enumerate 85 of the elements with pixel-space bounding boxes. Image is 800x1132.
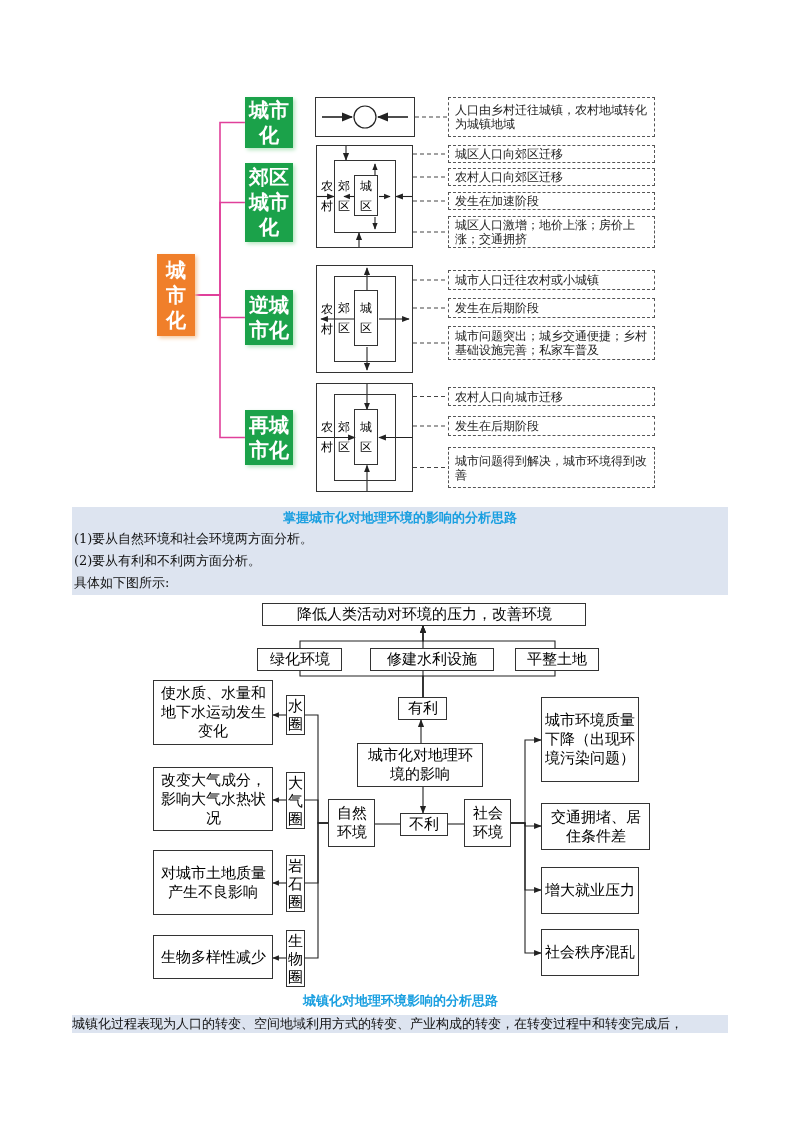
concept-box: 交通拥堵、居住条件差 (541, 803, 650, 850)
category-box: 逆城市化 (245, 290, 293, 345)
zone-label: 郊区 (337, 418, 351, 456)
arrow (510, 822, 542, 957)
category-box: 再城市化 (245, 410, 293, 465)
arrow (343, 193, 356, 200)
concept-box: 改变大气成分，影响大气水热状况 (153, 767, 273, 831)
concept-box: 绿化环境 (257, 648, 342, 671)
zone-box (333, 393, 396, 481)
zone-label: 郊区 (337, 300, 351, 337)
concept-box: 社会秩序混乱 (541, 929, 639, 976)
zone-box (316, 383, 413, 492)
note-box: 发生在后期阶段 (448, 298, 655, 318)
concept-box: 增大就业压力 (541, 867, 639, 914)
note-box: 人口由乡村迁往城镇，农村地域转化为城镇地域 (448, 97, 655, 137)
note-box: 城市问题突出；城乡交通便捷；乡村基础设施完善；私家车普及 (448, 326, 655, 360)
concept-box: 降低人类活动对环境的压力，改善环境 (262, 603, 586, 626)
leader-line (414, 116, 449, 118)
zone-box (316, 145, 413, 248)
note-box: 城市人口迁往农村或小城镇 (448, 270, 655, 290)
city-zone-box: 城区 (354, 408, 378, 465)
note-box: 发生在加速阶段 (448, 192, 655, 210)
concept-box: 对城市土地质量产生不良影响 (153, 850, 273, 915)
paragraph: 城镇化过程表现为人口的转变、空间地域利用方式的转变、产业构成的转变，在转变过程中和转变完成后， (72, 1015, 728, 1033)
arrow (272, 797, 287, 803)
arrow (378, 193, 391, 200)
category-box: 郊区城市化 (245, 163, 293, 242)
concept-box: 不利 (400, 813, 448, 836)
note-box: 城区人口激增；地价上涨；房价上涨；交通拥挤 (448, 216, 655, 248)
note-box: 发生在后期阶段 (448, 416, 655, 436)
concept-box: 使水质、水量和地下水运动发生变化 (153, 680, 273, 745)
arrow (363, 267, 371, 292)
section-heading: 掌握城市化对地理环境的影响的分析思路 (282, 509, 518, 527)
arrow (363, 382, 371, 411)
category-box: 城市化 (245, 97, 293, 148)
note-box: 农村人口向城市迁移 (448, 387, 655, 406)
arrow (372, 216, 378, 230)
concept-box: 生物多样性减少 (153, 935, 273, 979)
arrow (272, 880, 287, 886)
connector-line (422, 670, 556, 698)
arrow (355, 232, 363, 249)
concept-box: 城市化对地理环境的影响 (357, 743, 483, 787)
diagram-box (315, 97, 415, 137)
arrow (419, 786, 427, 814)
arrow (419, 625, 556, 649)
zone-label: 农村 (320, 178, 333, 215)
concept-box: 修建水利设施 (370, 648, 494, 671)
arrow (272, 712, 287, 718)
concept-box: 城市环境质量下降（出现环境污染问题） (541, 697, 639, 782)
arrow (363, 464, 371, 493)
arrow (342, 144, 350, 161)
connector-line (374, 823, 401, 825)
text-line: (2)要从有利和不利两方面分析。 (74, 552, 262, 570)
city-zone-box: 城区 (354, 290, 378, 346)
note-box: 城市问题得到解决，城市环境得到改善 (448, 447, 655, 488)
connector-line (447, 823, 465, 825)
concept-box: 有利 (398, 697, 447, 720)
connector-line (194, 294, 246, 439)
topic-box: 城市化 (157, 254, 195, 336)
zone-box (333, 159, 396, 233)
note-box: 城区人口向郊区迁移 (448, 145, 655, 163)
zone-box (333, 275, 396, 362)
concept-box: 自然环境 (328, 799, 375, 847)
arrow (372, 163, 378, 177)
zone-label: 农村 (320, 419, 333, 456)
arrow (272, 955, 287, 961)
text-line: (1)要从自然环境和社会环境两方面分析。 (74, 530, 314, 548)
text-line: 具体如下图所示: (74, 574, 170, 592)
arrow (378, 434, 414, 441)
arrow (315, 434, 356, 441)
arrow (378, 315, 410, 323)
city-zone-box: 城区 (354, 175, 378, 216)
note-box: 农村人口向郊区迁移 (448, 168, 655, 186)
zone-box (316, 265, 413, 373)
concept-box: 平整土地 (515, 648, 599, 671)
arrow (363, 346, 371, 371)
zone-label: 郊区 (337, 177, 351, 215)
concept-box: 社会环境 (464, 799, 511, 847)
caption: 城镇化对地理环境影响的分析思路 (301, 992, 499, 1010)
arrow (315, 193, 335, 200)
arrow (417, 719, 425, 744)
zone-label: 农村 (320, 300, 333, 338)
arrow (395, 193, 414, 200)
connector-line (304, 822, 329, 959)
arrow (320, 315, 356, 323)
